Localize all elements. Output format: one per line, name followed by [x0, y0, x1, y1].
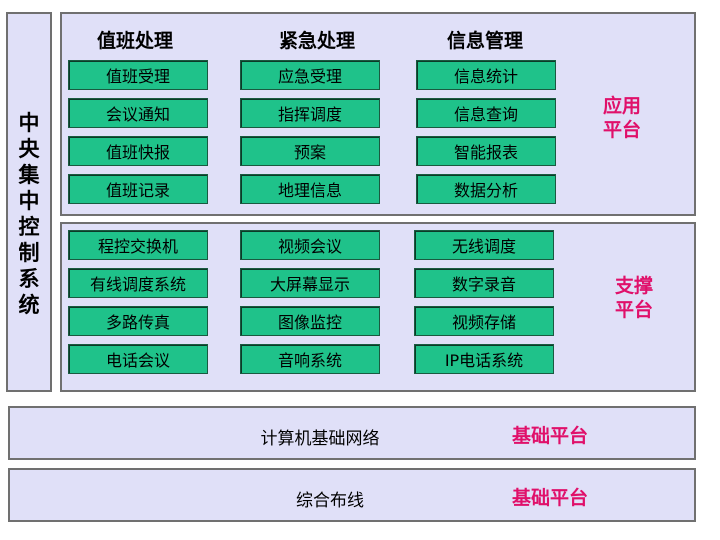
- support-platform-label-line: 支撑: [614, 275, 653, 297]
- base-network-label: 计算机基础网络: [260, 429, 380, 449]
- application-platform-label-line: 应用: [602, 95, 641, 117]
- application-platform-label: 应用平台: [592, 94, 652, 142]
- central-control-title: 中央集中控制系统: [6, 110, 52, 318]
- app-item: 值班受理: [68, 60, 208, 90]
- central-control-title-char: 系: [18, 267, 40, 291]
- app-item: 应急受理: [240, 60, 380, 90]
- support-item: 有线调度系统: [68, 268, 208, 298]
- app-item: 值班快报: [68, 136, 208, 166]
- app-item: 数据分析: [416, 174, 556, 204]
- support-platform-label: 支撑平台: [604, 274, 664, 322]
- app-item: 信息统计: [416, 60, 556, 90]
- support-item: 视频会议: [240, 230, 380, 260]
- central-control-title-char: 集: [18, 163, 40, 187]
- support-item: 数字录音: [414, 268, 554, 298]
- central-control-title-char: 中: [18, 189, 40, 213]
- central-control-title-char: 统: [18, 293, 40, 317]
- support-item: 程控交换机: [68, 230, 208, 260]
- app-item: 指挥调度: [240, 98, 380, 128]
- support-item: IP电话系统: [414, 344, 554, 374]
- cabling-platform-label: 基础平台: [512, 487, 589, 509]
- app-item: 地理信息: [240, 174, 380, 204]
- central-control-title-char: 控: [18, 215, 40, 239]
- support-item: 大屏幕显示: [240, 268, 380, 298]
- support-item: 无线调度: [414, 230, 554, 260]
- column-header-duty: 值班处理: [96, 30, 173, 52]
- base-network-panel: [8, 406, 696, 460]
- central-control-title-char: 中: [18, 111, 40, 135]
- base-network-platform-label: 基础平台: [512, 425, 589, 447]
- application-platform-label-line: 平台: [602, 119, 641, 141]
- cabling-panel: [8, 468, 696, 522]
- app-item: 预案: [240, 136, 380, 166]
- support-item: 音响系统: [240, 344, 380, 374]
- support-item: 视频存储: [414, 306, 554, 336]
- support-platform-label-line: 平台: [614, 299, 653, 321]
- support-item: 图像监控: [240, 306, 380, 336]
- central-control-title-char: 央: [18, 137, 40, 161]
- central-control-panel: [6, 12, 52, 392]
- central-control-title-char: 制: [18, 241, 40, 265]
- app-item: 信息查询: [416, 98, 556, 128]
- cabling-label: 综合布线: [296, 491, 364, 511]
- app-item: 值班记录: [68, 174, 208, 204]
- support-item: 电话会议: [68, 344, 208, 374]
- app-item: 会议通知: [68, 98, 208, 128]
- support-item: 多路传真: [68, 306, 208, 336]
- column-header-info: 信息管理: [446, 30, 523, 52]
- app-item: 智能报表: [416, 136, 556, 166]
- column-header-emergency: 紧急处理: [278, 30, 355, 52]
